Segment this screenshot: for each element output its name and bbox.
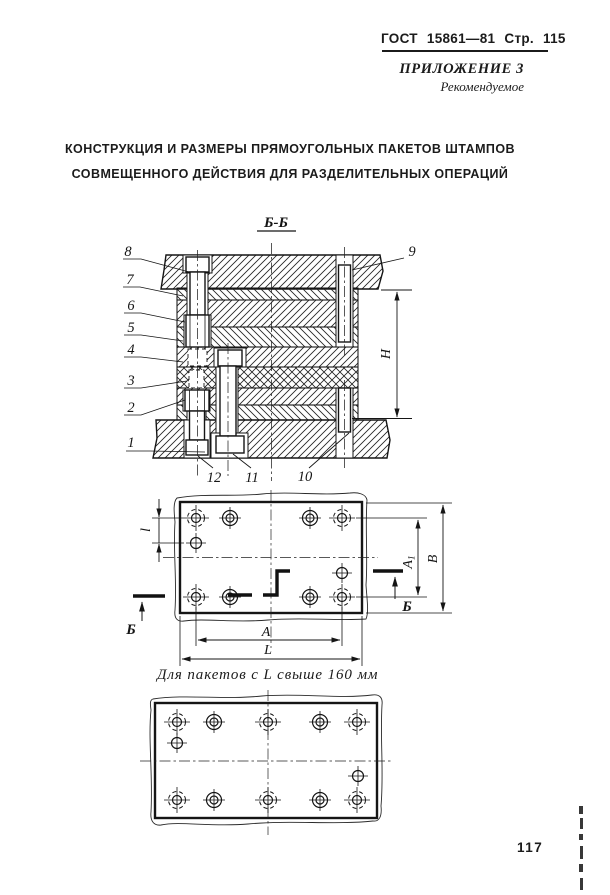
view-direction-arrows <box>139 576 398 621</box>
pin-hole <box>347 765 369 787</box>
torn-edge-outline <box>173 492 369 622</box>
page-number: 117 <box>517 840 544 855</box>
callout-6: 6 <box>127 298 135 314</box>
screw-tip <box>217 349 243 367</box>
extension-lines <box>152 502 452 666</box>
dimension-lines <box>156 499 446 662</box>
dowel-hole <box>254 708 282 736</box>
screw-hole <box>298 585 322 609</box>
dowel-hole <box>182 583 210 611</box>
header-rule <box>382 50 548 52</box>
lower-bushing <box>184 389 210 412</box>
plan-view-main: Б Б l А <box>125 490 452 666</box>
upper-dowel-pin <box>337 264 352 343</box>
callout-10: 10 <box>298 469 313 485</box>
fasteners <box>184 256 352 456</box>
lower-bolt-shank <box>188 410 206 441</box>
callout-numbers: 8 7 6 5 4 3 2 1 9 12 11 10 <box>124 244 416 486</box>
callout-7: 7 <box>126 272 134 288</box>
callout-1: 1 <box>127 435 134 451</box>
standard-reference: ГОСТ 15861—81 Стр. 115 <box>381 31 566 46</box>
pin-hole <box>331 562 353 584</box>
screw-head <box>215 435 245 454</box>
dowel-hole <box>163 708 191 736</box>
callout-9: 9 <box>408 244 416 260</box>
dowel-hole <box>182 504 210 532</box>
callout-12: 12 <box>207 470 222 486</box>
document-title-line2: СОВМЕЩЕННОГО ДЕЙСТВИЯ ДЛЯ РАЗДЕЛИТЕЛЬНЫХ… <box>71 167 509 181</box>
callout-2: 2 <box>127 400 134 416</box>
upper-die-plate <box>160 254 384 290</box>
screw-hole <box>218 585 242 609</box>
screw-hole <box>202 788 226 812</box>
callout-leaders <box>123 257 405 469</box>
cutting-plane <box>133 569 403 598</box>
dim-label-B: В <box>426 554 441 563</box>
callout-5: 5 <box>127 320 134 336</box>
appendix-note: Рекомендуемое <box>440 79 524 94</box>
screw-hole <box>202 710 226 734</box>
figure-caption: Для пакетов с L свыше 160 мм <box>157 667 379 683</box>
dim-label-H: Н <box>379 348 394 360</box>
dowel-hole <box>254 786 282 814</box>
section-label: Б-Б <box>263 215 289 231</box>
plate-outline <box>153 701 379 820</box>
dowel-hole <box>328 583 356 611</box>
callout-4: 4 <box>127 342 134 358</box>
dowel-hole <box>163 786 191 814</box>
section-marker-left: Б <box>125 622 136 638</box>
bushing-inner-lines <box>189 315 206 411</box>
screw-hole <box>218 506 242 530</box>
section-marker-right: Б <box>401 599 412 615</box>
plan-centerlines <box>163 490 378 648</box>
dim-label-A1: А1 <box>401 555 418 569</box>
hidden-thread-bore <box>188 369 205 389</box>
pin-hole <box>185 532 207 554</box>
dowel-hole <box>328 504 356 532</box>
torn-edge-outline <box>149 694 383 826</box>
document-title-line1: КОНСТРУКЦИЯ И РАЗМЕРЫ ПРЯМОУГОЛЬНЫХ ПАКЕ… <box>64 142 516 156</box>
screw-hole <box>308 710 332 734</box>
pin-hole <box>166 732 188 754</box>
height-dimension <box>352 289 412 419</box>
screw-hole <box>298 506 322 530</box>
lower-bolt-head <box>185 439 209 456</box>
callout-8: 8 <box>124 244 132 260</box>
dim-label-l: l <box>139 528 154 532</box>
dim-label-L: L <box>263 643 272 658</box>
centerlines <box>197 243 345 481</box>
plan-view-long <box>140 690 392 835</box>
dim-label-A: А <box>261 625 271 640</box>
plan-centerlines <box>140 690 392 835</box>
appendix-label: ПРИЛОЖЕНИЕ 3 <box>399 61 524 77</box>
section-view: Б-Б <box>123 215 416 486</box>
callout-3: 3 <box>126 373 134 389</box>
screw-hole <box>308 788 332 812</box>
dowel-hole <box>343 786 371 814</box>
callout-11: 11 <box>245 470 258 486</box>
scan-binding-marks <box>579 806 583 890</box>
dowel-hole <box>343 708 371 736</box>
